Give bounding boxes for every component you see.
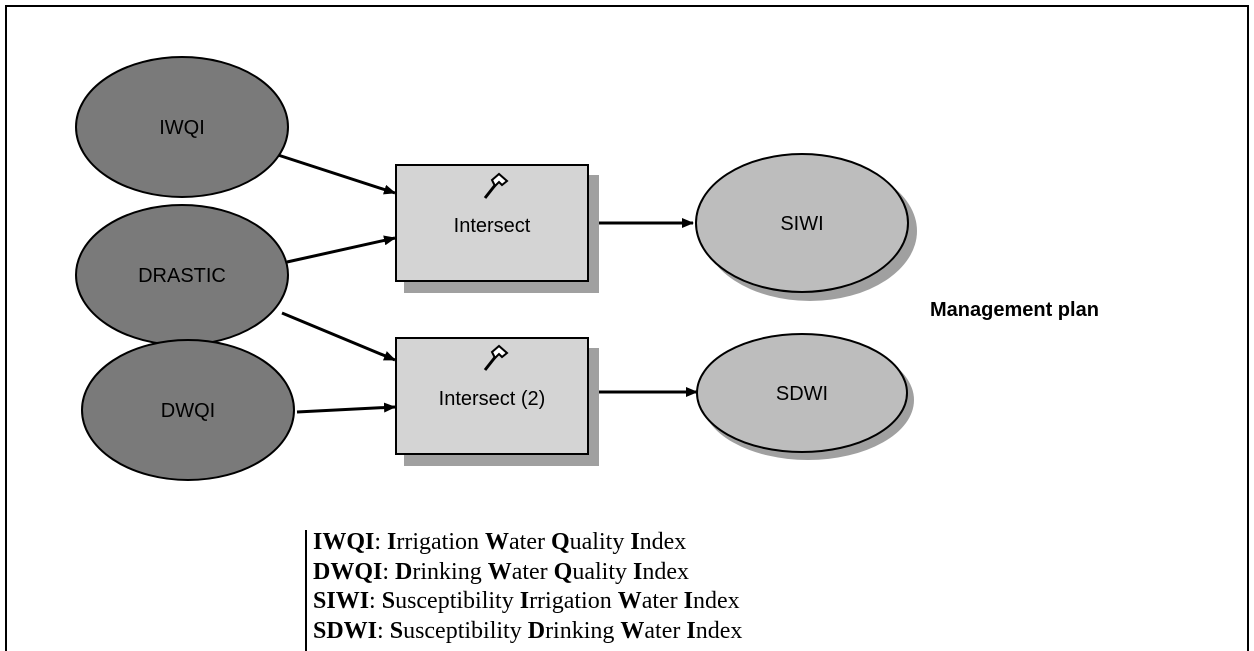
legend: IWQI: Irrigation Water Quality Index DWQ… [313, 528, 742, 646]
input-label-iwqi: IWQI [159, 117, 205, 139]
legend-item: SIWI: Susceptibility Irrigation Water In… [313, 588, 740, 614]
output-node-sdwi[interactable]: SDWI [696, 333, 914, 460]
legend-item: IWQI: Irrigation Water Quality Index [313, 529, 687, 555]
input-node-drastic[interactable]: DRASTIC [75, 204, 289, 346]
output-node-siwi[interactable]: SIWI [695, 153, 917, 301]
input-node-iwqi[interactable]: IWQI [75, 56, 289, 198]
hammer-icon [483, 344, 509, 371]
output-label-siwi: SIWI [780, 213, 823, 235]
arrow-drastic-intersect [286, 235, 396, 264]
legend-abbr: SDWI [313, 617, 378, 644]
tool-label-intersect-2: Intersect (2) [439, 388, 546, 410]
tool-node-intersect-2[interactable]: Intersect (2) [395, 337, 599, 466]
legend-item: SDWI: Susceptibility Drinking Water Inde… [313, 617, 743, 644]
input-label-drastic: DRASTIC [138, 265, 226, 287]
tool-node-intersect[interactable]: Intersect [395, 164, 599, 293]
management-plan-label: Management plan [930, 299, 1099, 321]
legend-abbr: IWQI [313, 529, 375, 555]
tool-label-intersect: Intersect [454, 215, 531, 237]
hammer-icon [483, 172, 509, 199]
input-node-dwqi[interactable]: DWQI [81, 339, 295, 481]
legend-abbr: SIWI [313, 588, 370, 614]
legend-abbr: DWQI [313, 558, 383, 585]
figure-frame [5, 5, 1249, 651]
arrow-iwqi-intersect [277, 153, 396, 195]
arrow-drastic-intersect2 [281, 311, 396, 362]
output-label-sdwi: SDWI [776, 383, 828, 405]
input-label-dwqi: DWQI [161, 400, 215, 422]
arrow-dwqi-intersect2 [296, 402, 396, 414]
legend-item: DWQI: Drinking Water Quality Index [313, 558, 689, 585]
legend-divider [305, 530, 307, 651]
